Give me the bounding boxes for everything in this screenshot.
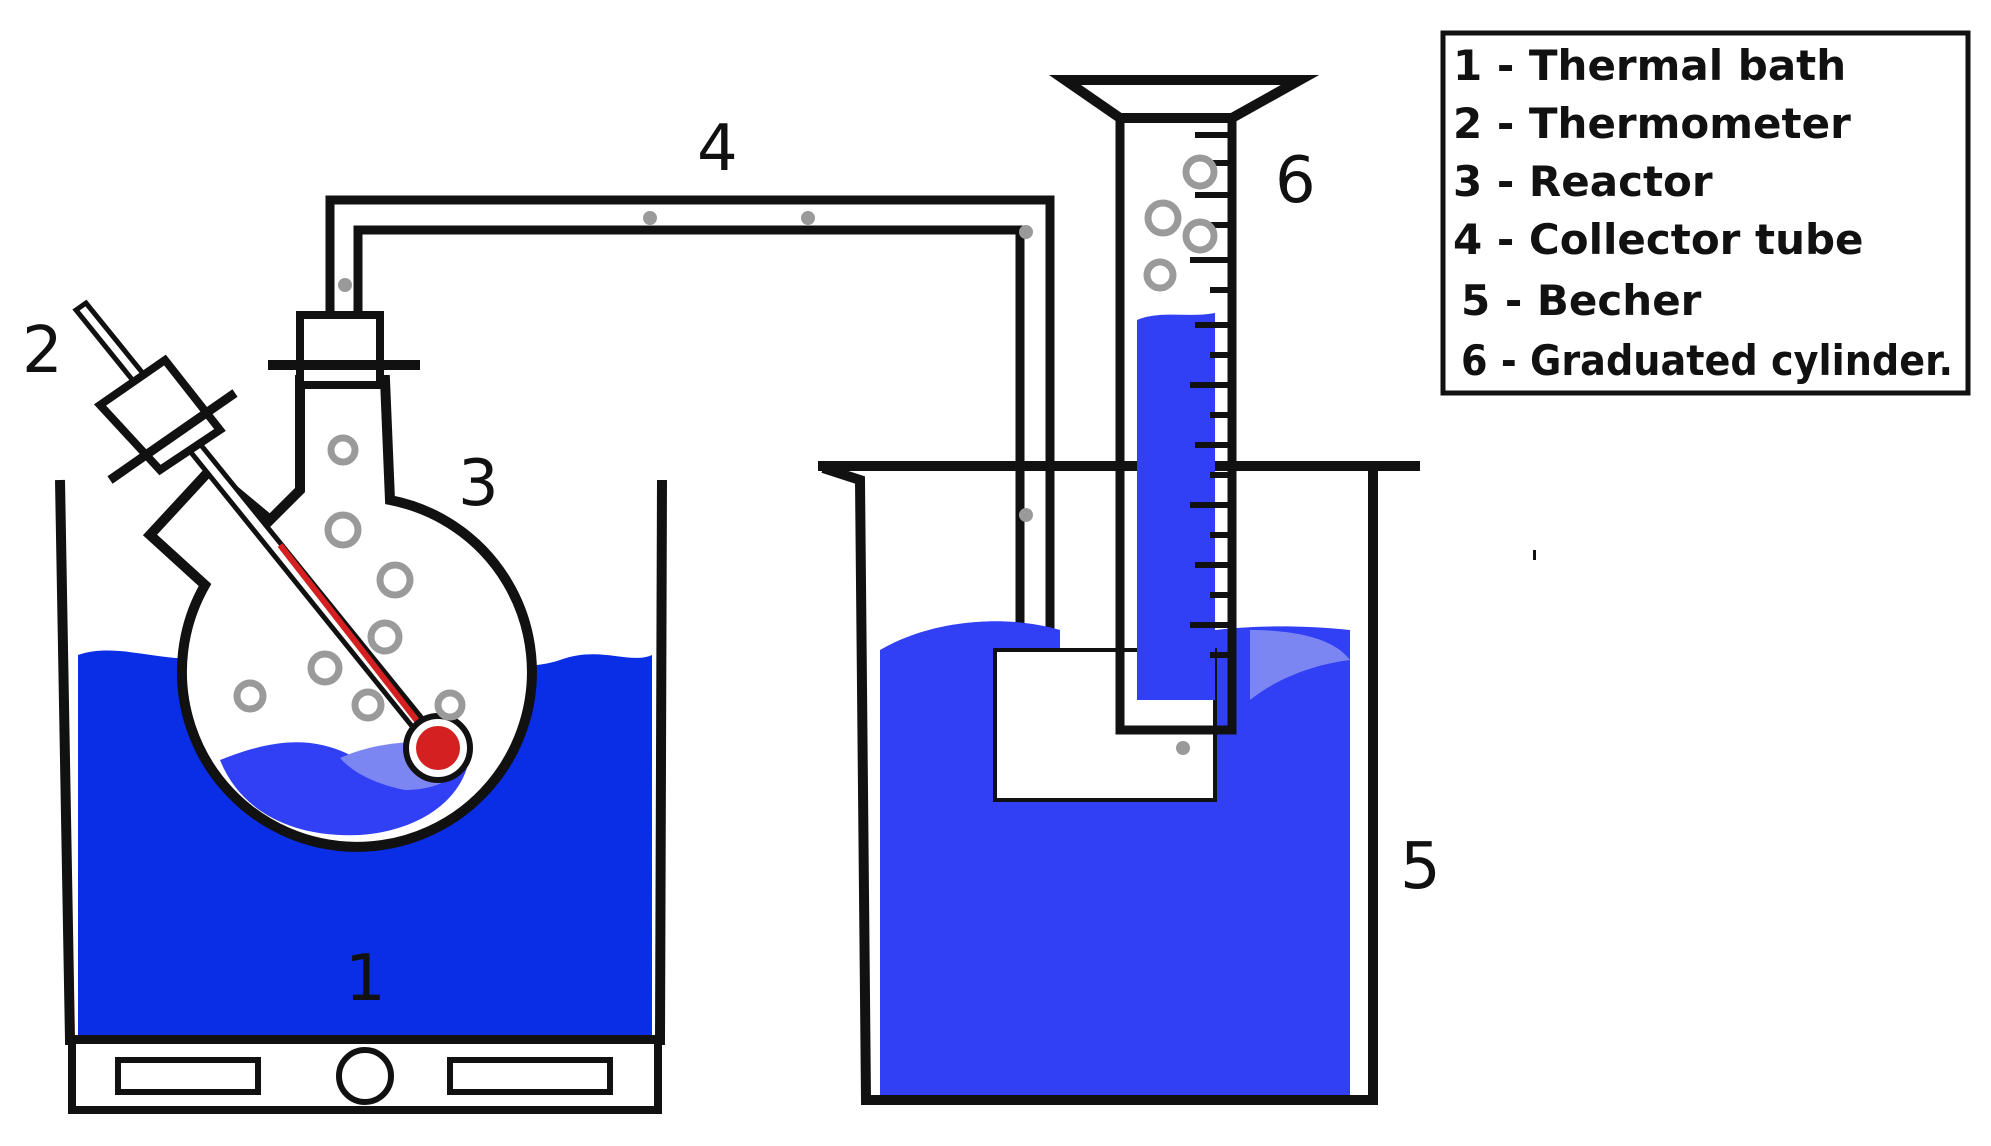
bubble	[327, 434, 359, 466]
tube-gas-dots	[338, 211, 1190, 755]
beaker-water-light	[1250, 630, 1350, 700]
speck-mark	[1533, 550, 1536, 560]
bubble	[376, 561, 414, 599]
bubble	[351, 688, 385, 722]
legend-item-collector-tube: 4 - Collector tube	[1453, 215, 1864, 264]
reactor-stopper	[296, 311, 384, 389]
label-thermal-bath-number: 1	[345, 942, 386, 1016]
label-graduated-cylinder-number: 6	[1275, 144, 1316, 218]
cylinder-funnel	[1048, 75, 1320, 123]
bubble	[307, 650, 343, 686]
thermometer-bulb	[416, 726, 460, 770]
bubble-dot	[1019, 225, 1033, 239]
cylinder-water	[1137, 313, 1215, 700]
thermometer-capillary	[277, 543, 435, 742]
bubble-dot	[338, 278, 352, 292]
legend-item-graduated-cylinder: 6 - Graduated cylinder.	[1461, 336, 1953, 385]
beaker-wall	[821, 463, 1378, 1105]
hot-plate-dial	[336, 1047, 394, 1105]
bubble	[1182, 218, 1218, 254]
bubble-dot	[1176, 741, 1190, 755]
thermometer-stopper	[93, 354, 226, 476]
thermometer-stopper-rim	[107, 389, 238, 484]
legend-item-becher: 5 - Becher	[1461, 276, 1702, 325]
bubble	[434, 689, 466, 721]
legend-item-thermal-bath: 1 - Thermal bath	[1453, 41, 1846, 90]
bubble	[233, 679, 267, 713]
bubble	[1144, 199, 1182, 237]
bubble	[324, 511, 362, 549]
bubble	[1182, 154, 1218, 190]
beaker	[818, 461, 1420, 1105]
label-thermometer-number: 2	[22, 314, 63, 388]
legend-frame	[1440, 30, 1971, 396]
label-reactor-number: 3	[458, 447, 499, 521]
bubble-dot	[643, 211, 657, 225]
reactor-flask	[142, 311, 537, 852]
bubble-dot	[1019, 508, 1033, 522]
legend-item-reactor: 3 - Reactor	[1453, 157, 1713, 206]
label-collector-tube-number: 4	[697, 112, 738, 186]
bubble	[1143, 258, 1177, 292]
legend-box: 1 - Thermal bath 2 - Thermometer 3 - Rea…	[1440, 30, 1971, 396]
label-becher-number: 5	[1400, 830, 1441, 904]
gas-bubbles	[233, 154, 1218, 722]
graduated-cylinder	[1048, 75, 1320, 735]
bubble	[367, 619, 403, 655]
thermometer	[72, 299, 473, 783]
cylinder-graduations	[1190, 132, 1232, 658]
bubble-dot	[801, 211, 815, 225]
hot-plate-knob-left	[115, 1057, 261, 1095]
hot-plate-knob-right	[447, 1057, 613, 1095]
legend-item-thermometer: 2 - Thermometer	[1453, 99, 1851, 148]
